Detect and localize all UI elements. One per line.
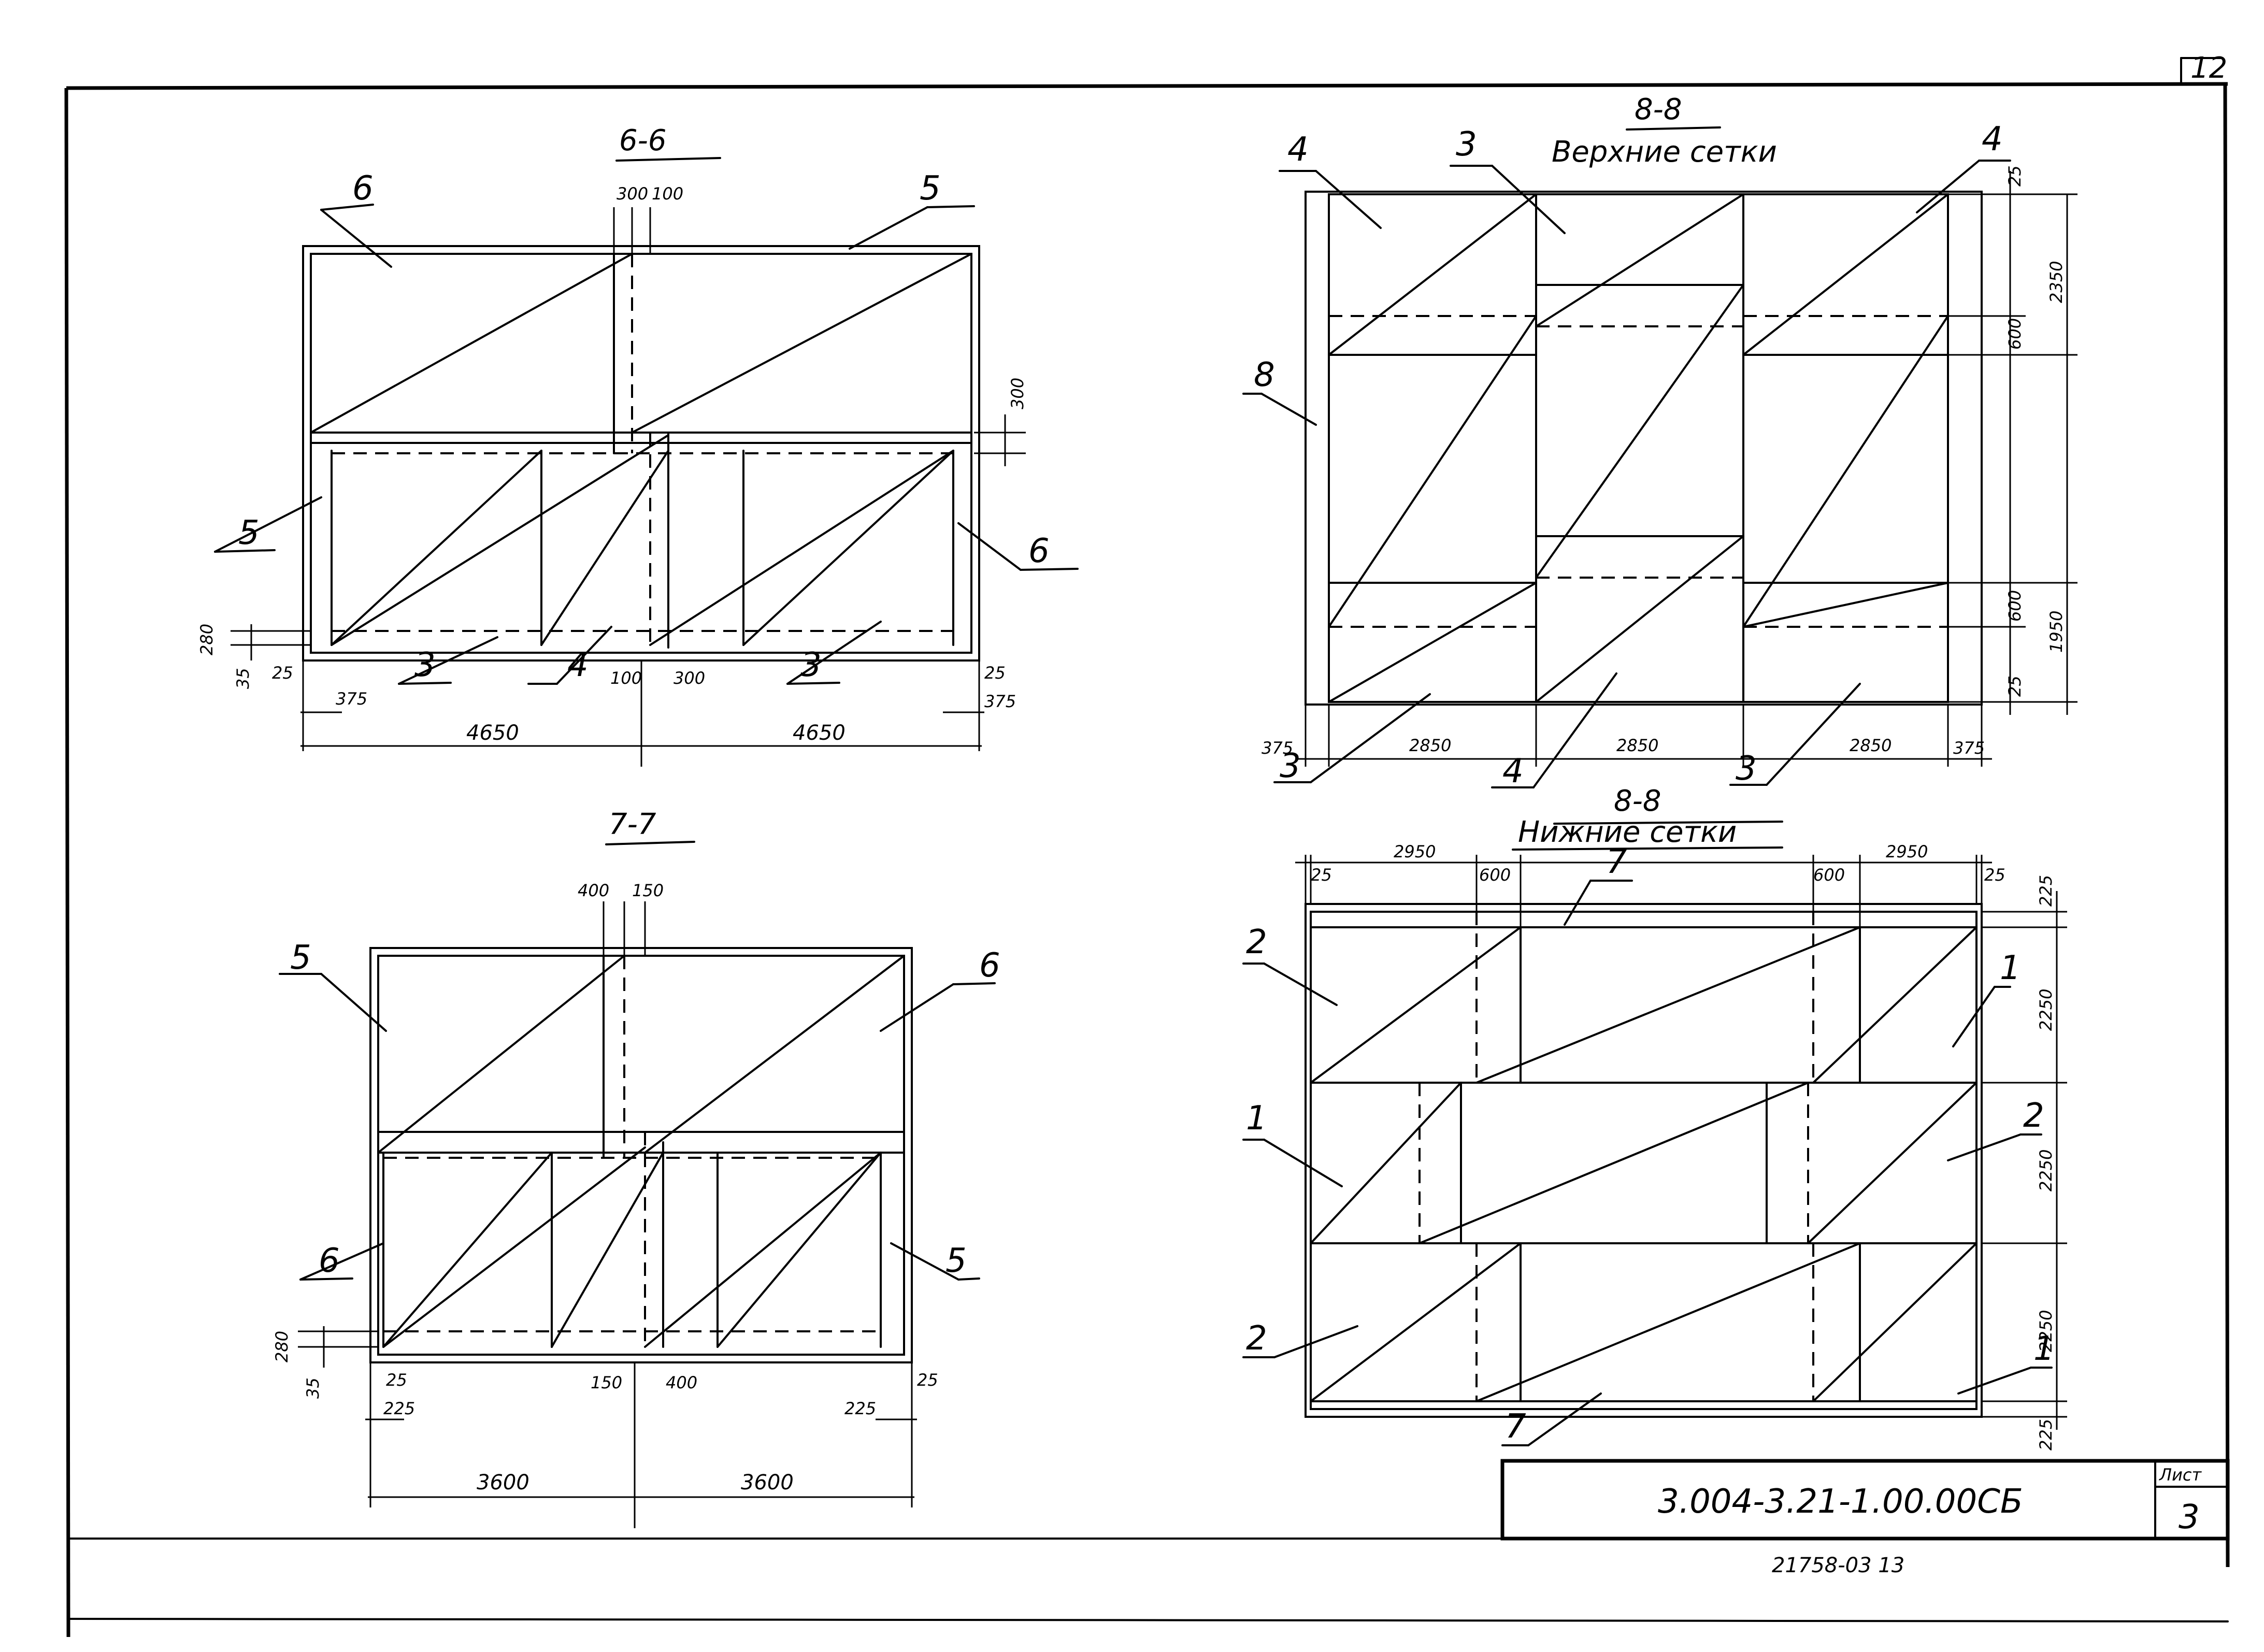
dim-text: 100	[652, 184, 683, 204]
dim-text: 2850	[1850, 736, 1892, 755]
dim-text: 4650	[466, 721, 519, 745]
dim-text: 600	[1813, 865, 1845, 885]
dim-text: 25	[386, 1370, 407, 1390]
item-label: 4	[1982, 120, 2003, 159]
dim-text: 400	[578, 881, 609, 900]
dim-text: 375	[1262, 738, 1293, 758]
dim-text: 1950	[2046, 611, 2066, 653]
dim-text: 225	[2036, 875, 2056, 907]
item-label: 6	[319, 1242, 340, 1280]
view-title: 8-8	[1614, 784, 1661, 818]
item-label: 1	[2000, 949, 2021, 987]
item-label: 3	[1456, 125, 1477, 164]
drawing-code: 3.004-3.21-1.00.00СБ	[1658, 1483, 2023, 1521]
item-label: 5	[945, 1242, 967, 1280]
dim-text: 225	[383, 1399, 415, 1418]
dim-text: 2250	[2036, 1310, 2056, 1352]
dim-text: 150	[632, 881, 664, 900]
item-label: 1	[2033, 1330, 2055, 1368]
item-label: 5	[238, 514, 260, 552]
item-label: 3	[1736, 750, 1757, 788]
dim-text: 35	[233, 668, 253, 689]
item-label: 7	[1505, 1407, 1526, 1446]
dim-text: 225	[2036, 1419, 2056, 1450]
dim-text: 300	[674, 668, 705, 688]
item-label: 5	[290, 939, 311, 977]
item-label: 6	[1028, 532, 1050, 570]
view-title: 8-8	[1635, 93, 1682, 126]
corner-sheet-number: 12	[2190, 51, 2227, 85]
list-label: Лист	[2159, 1465, 2202, 1485]
item-label: 3	[414, 646, 436, 684]
plan-view-8-8-lower: 8-8 Нижние сетки	[1242, 784, 2067, 1450]
item-label: 3	[1280, 747, 1301, 785]
dim-text: 2250	[2036, 989, 2056, 1031]
dim-text: 2850	[1409, 736, 1451, 755]
dim-text: 400	[666, 1373, 697, 1392]
dim-text: 375	[1953, 738, 1985, 758]
footer-number: 21758-03 13	[1772, 1554, 1904, 1577]
dim-text: 150	[591, 1373, 622, 1392]
dim-text: 25	[2005, 676, 2025, 697]
section-view-6-6: 6-6 6 5 5 6	[197, 124, 1079, 767]
section-view-7-7: 7-7 5 6 6 5	[272, 808, 1000, 1528]
item-label: 5	[920, 169, 941, 208]
list-number: 3	[2179, 1498, 2200, 1536]
dim-text: 300	[1008, 378, 1027, 409]
dim-text: 600	[2005, 590, 2025, 622]
dim-text: 2950	[1886, 842, 1928, 861]
dim-text: 2850	[1616, 736, 1658, 755]
dim-text: 25	[984, 663, 1006, 683]
item-label: 2	[2023, 1097, 2044, 1135]
view-subtitle: Верхние сетки	[1552, 135, 1777, 169]
item-label: 2	[1246, 923, 1267, 961]
item-label: 4	[567, 646, 589, 684]
view-title: 7-7	[609, 808, 656, 841]
dim-text: 2350	[2046, 261, 2066, 303]
item-label: 1	[1246, 1099, 1267, 1138]
dim-text: 280	[272, 1331, 292, 1362]
dim-text: 600	[2005, 318, 2025, 350]
dim-text: 600	[1479, 865, 1511, 885]
item-label: 4	[1287, 131, 1309, 169]
dim-text: 35	[303, 1377, 323, 1399]
view-title: 6-6	[619, 124, 666, 157]
dim-text: 2250	[2036, 1150, 2056, 1191]
item-label: 6	[979, 946, 1000, 985]
dim-text: 280	[197, 624, 217, 655]
dim-text: 25	[1311, 865, 1332, 885]
plan-view-8-8-upper: 8-8 Верхние сетки	[1242, 93, 2077, 791]
dim-text: 225	[844, 1399, 876, 1418]
dim-text: 2950	[1394, 842, 1436, 861]
dim-text: 375	[336, 689, 367, 709]
dim-text: 100	[610, 668, 642, 688]
dim-text: 3600	[477, 1471, 529, 1495]
dim-text: 25	[1984, 865, 2005, 885]
item-label: 2	[1246, 1319, 1267, 1358]
dim-text: 25	[272, 663, 293, 683]
dim-text: 25	[2005, 165, 2025, 186]
item-label: 4	[1502, 752, 1524, 791]
dim-text: 25	[917, 1370, 938, 1390]
item-label: 8	[1254, 356, 1275, 394]
title-block: 3.004-3.21-1.00.00СБ Лист 3 21758-03 13	[1500, 1459, 2230, 1577]
item-label: 6	[352, 169, 374, 208]
view-subtitle: Нижние сетки	[1518, 815, 1737, 849]
dim-text: 375	[984, 692, 1016, 711]
dim-text: 4650	[793, 721, 846, 745]
sheet-frame: 12	[64, 51, 2230, 1637]
item-label: 3	[800, 646, 822, 684]
dim-text: 300	[617, 184, 648, 204]
dim-text: 3600	[741, 1471, 794, 1495]
